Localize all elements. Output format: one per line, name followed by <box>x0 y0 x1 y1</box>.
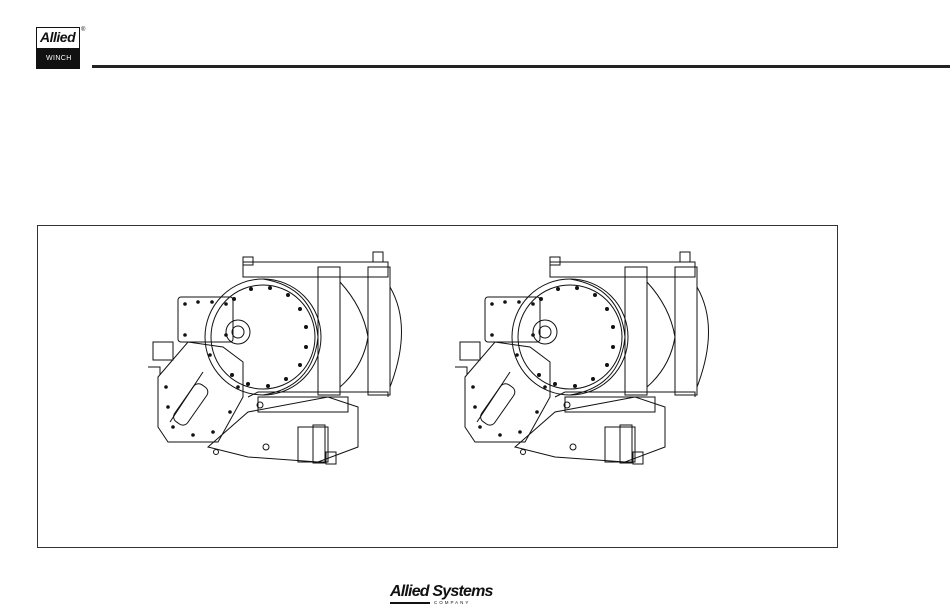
allied-systems-logo: Allied Systems COMPANY <box>390 583 500 607</box>
logo-top-text: Allied <box>40 29 75 45</box>
registered-mark: ® <box>81 27 85 33</box>
footer-sub-text: COMPANY <box>434 600 470 605</box>
winch-drawing-icon <box>455 247 725 477</box>
allied-winch-logo: Allied WINCH ® <box>36 27 80 69</box>
winch-drawing-icon <box>148 247 418 477</box>
footer-brand-text: Allied Systems <box>390 583 493 601</box>
logo-bottom-text: WINCH <box>46 55 72 62</box>
header-divider <box>92 65 950 68</box>
